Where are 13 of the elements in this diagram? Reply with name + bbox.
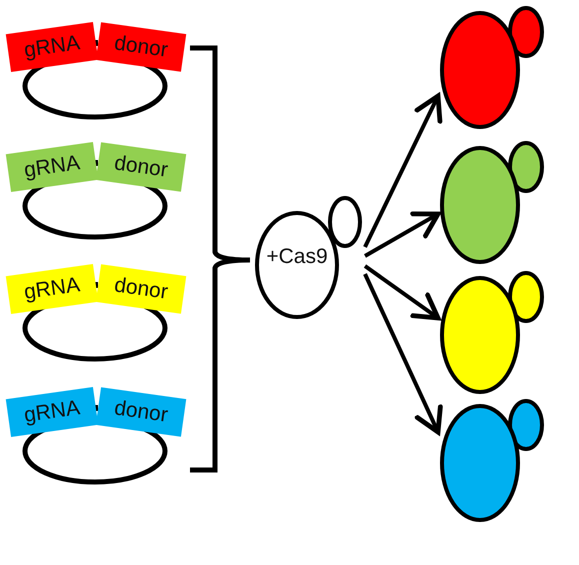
arrow (364, 211, 440, 258)
label-tag: donor (96, 142, 186, 192)
cell-label: +Cas9 (265, 245, 329, 269)
label-tag: gRNA (6, 22, 98, 72)
label-tag: donor (96, 264, 186, 314)
label-tag: donor (96, 387, 186, 437)
label-tag: gRNA (6, 387, 98, 437)
label-tag: gRNA (6, 142, 98, 192)
arrow (363, 94, 442, 248)
label-tag: donor (96, 22, 186, 72)
arrow (364, 264, 440, 320)
arrow (363, 273, 443, 434)
label-tag: gRNA (6, 264, 98, 314)
